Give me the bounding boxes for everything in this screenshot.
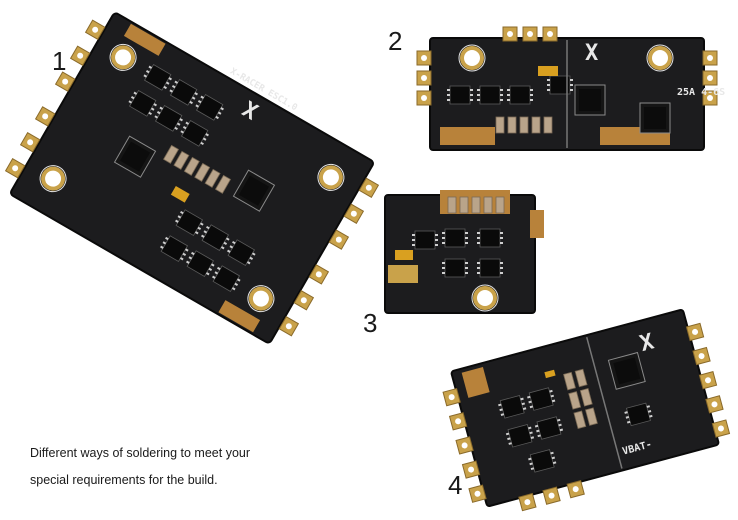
esc-board-1: X X-RACER ESC1.0	[5, 12, 379, 344]
esc-board-2: X 25A 4-6S	[416, 26, 725, 151]
esc-board-4: X VBAT-	[442, 309, 731, 512]
svg-text:X: X	[585, 41, 598, 66]
caption-line-2: special requirements for the build.	[30, 473, 218, 487]
svg-text:X: X	[637, 329, 656, 357]
label-2: 2	[388, 26, 403, 56]
caption: Different ways of soldering to meet your…	[30, 440, 250, 494]
label-4: 4	[448, 470, 463, 500]
esc-board-3	[384, 190, 544, 314]
label-3: 3	[363, 308, 378, 338]
caption-line-1: Different ways of soldering to meet your	[30, 446, 251, 460]
svg-text:25A 4-6S: 25A 4-6S	[677, 87, 725, 98]
label-1: 1	[52, 46, 67, 76]
